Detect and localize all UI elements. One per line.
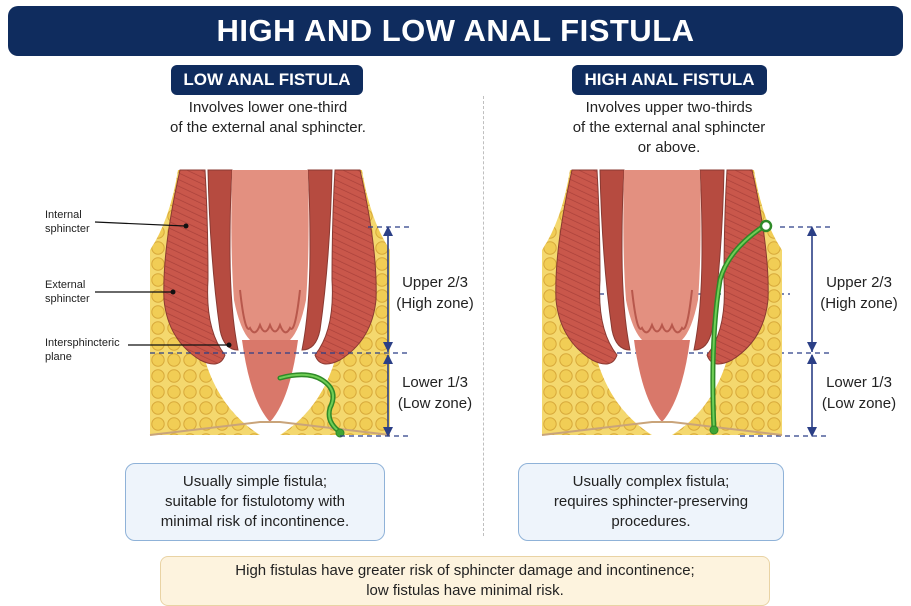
- external-sphincter-label-line-1: External: [45, 278, 90, 292]
- high-lower-zone-label: Lower 1/3 (Low zone): [818, 372, 900, 414]
- high-fistula-anatomy-illustration: [542, 160, 782, 440]
- high-upper-zone-line-1: Upper 2/3: [818, 272, 900, 293]
- high-fistula-note: Usually complex fistula; requires sphinc…: [518, 463, 784, 541]
- intersphincteric-label-line-1: Intersphincteric: [45, 336, 120, 350]
- risk-summary-line-2: low fistulas have minimal risk.: [366, 581, 564, 601]
- low-upper-zone-line-1: Upper 2/3: [395, 272, 475, 293]
- external-sphincter-label-line-2: sphincter: [45, 292, 90, 306]
- internal-sphincter-label-line-2: sphincter: [45, 222, 90, 236]
- intersphincteric-plane-label: Intersphincteric plane: [45, 336, 120, 364]
- high-note-line-3: procedures.: [611, 512, 690, 532]
- high-note-line-2: requires sphincter-preserving: [554, 492, 748, 512]
- low-lower-zone-line-2: (Low zone): [395, 393, 475, 414]
- internal-sphincter-label: Internal sphincter: [45, 208, 90, 236]
- low-upper-zone-line-2: (High zone): [395, 293, 475, 314]
- low-note-line-3: minimal risk of incontinence.: [161, 512, 349, 532]
- high-upper-zone-line-2: (High zone): [818, 293, 900, 314]
- high-upper-zone-label: Upper 2/3 (High zone): [818, 272, 900, 314]
- high-note-line-1: Usually complex fistula;: [573, 472, 730, 492]
- high-lower-zone-line-2: (Low zone): [818, 393, 900, 414]
- high-lower-zone-line-1: Lower 1/3: [818, 372, 900, 393]
- intersphincteric-label-line-2: plane: [45, 350, 120, 364]
- low-upper-zone-label: Upper 2/3 (High zone): [395, 272, 475, 314]
- internal-sphincter-label-line-1: Internal: [45, 208, 90, 222]
- risk-summary-line-1: High fistulas have greater risk of sphin…: [235, 561, 694, 581]
- risk-summary-note: High fistulas have greater risk of sphin…: [160, 556, 770, 606]
- low-lower-zone-line-1: Lower 1/3: [395, 372, 475, 393]
- external-sphincter-label: External sphincter: [45, 278, 90, 306]
- low-lower-zone-label: Lower 1/3 (Low zone): [395, 372, 475, 414]
- low-note-line-1: Usually simple fistula;: [183, 472, 327, 492]
- low-note-line-2: suitable for fistulotomy with: [165, 492, 345, 512]
- low-fistula-note: Usually simple fistula; suitable for fis…: [125, 463, 385, 541]
